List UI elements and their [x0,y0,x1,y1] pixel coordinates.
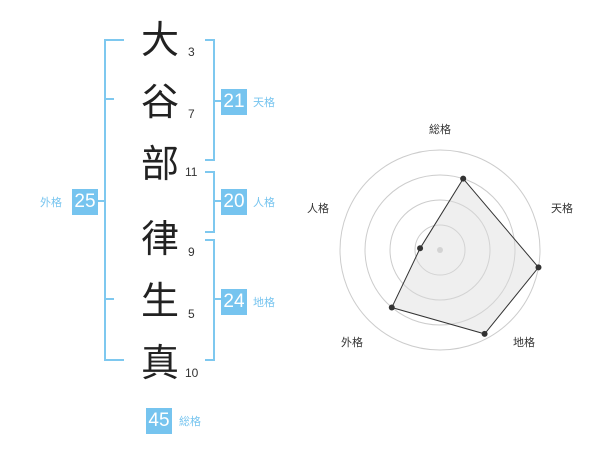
gaikaku-tick-mid1 [104,98,114,100]
stroke-count-4: 9 [188,245,195,259]
tenkaku-badge: 21 [221,89,247,115]
radar-point-2 [535,264,542,271]
radar-point-4 [388,304,395,311]
tenkaku-connector [213,100,221,102]
radar-point-5 [417,245,424,252]
radar-axis-label-4: 外格 [341,335,363,349]
radar-ring [389,199,491,301]
stroke-count-1: 3 [188,45,195,59]
gaikaku-badge: 25 [72,189,98,215]
gaikaku-label: 外格 [40,196,62,209]
chikaku-bracket [205,239,215,361]
chikaku-badge: 24 [221,289,247,315]
jinkaku-connector [213,200,221,202]
radar-point-3 [481,330,488,337]
radar-axis-label-2: 天格 [551,201,573,215]
radar-polygon [391,177,540,335]
stroke-count-5: 5 [188,307,195,321]
radar-grid [339,149,541,351]
name-char-3: 部 [140,142,179,186]
radar-ring [339,149,541,351]
radar-data-points [388,175,542,337]
chikaku-label: 地格 [253,296,275,309]
soukaku-label: 総格 [179,415,201,428]
jinkaku-badge: 20 [221,189,247,215]
name-char-1: 大 [140,18,179,62]
jinkaku-bracket [205,171,215,233]
name-char-4: 律 [140,217,179,261]
soukaku-badge: 45 [146,408,172,434]
radar-ring [414,224,466,276]
stroke-count-6: 10 [185,366,199,380]
radar-axis-label-1: 総格 [429,122,451,136]
chikaku-connector [213,298,221,300]
stroke-count-2: 7 [188,107,195,121]
name-char-6: 真 [140,341,179,385]
tenkaku-label: 天格 [253,96,275,109]
stroke-count-3: 11 [185,165,198,179]
gaikaku-connector [98,200,106,202]
name-char-5: 生 [140,279,179,323]
jinkaku-label: 人格 [253,196,275,209]
gaikaku-tick-mid2 [104,298,114,300]
radar-ring [364,174,516,326]
radar-axis-label-3: 地格 [513,335,535,349]
radar-axis-label-5: 人格 [307,201,329,215]
radar-center [437,247,443,253]
radar-data-area [391,177,540,335]
name-char-2: 谷 [140,80,179,124]
radar-point-1 [460,175,467,182]
